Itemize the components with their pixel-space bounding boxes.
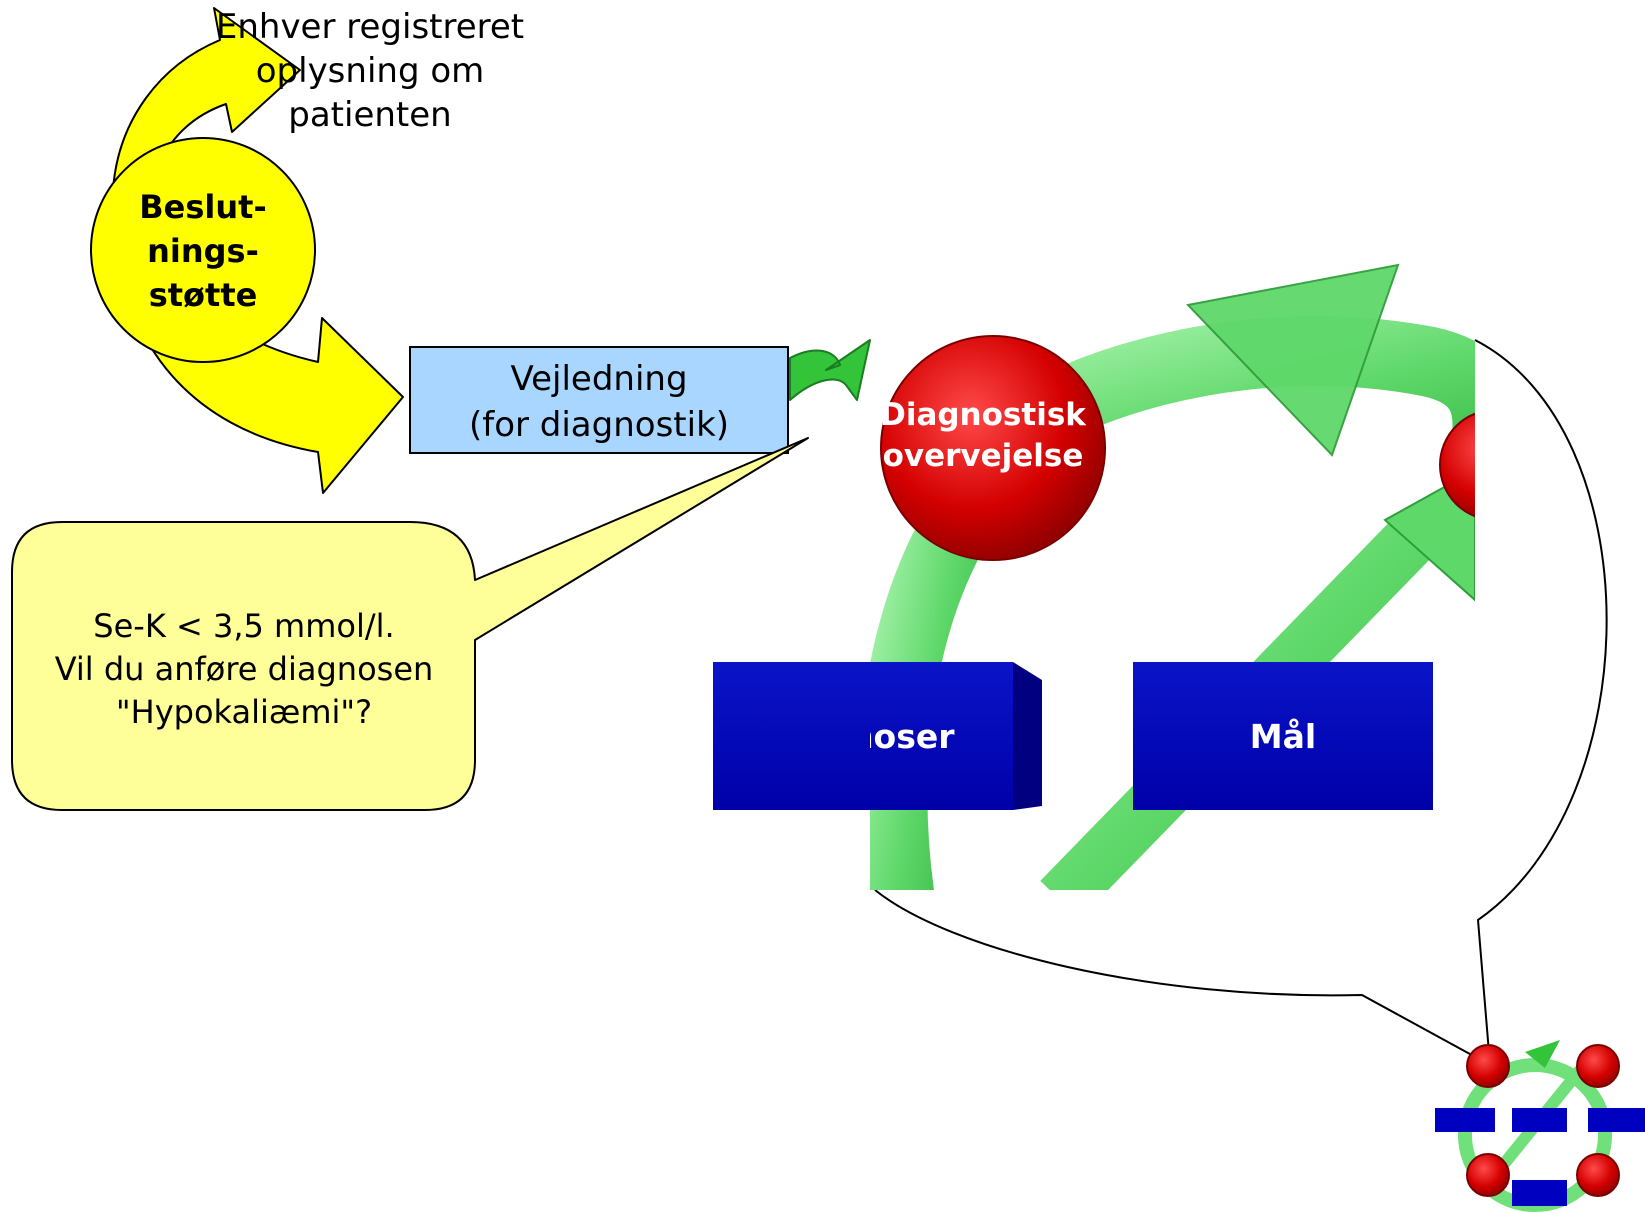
- cycle-arrowhead-icon: [1186, 263, 1400, 457]
- svg-text:overvejelse: overvejelse: [883, 438, 1084, 474]
- goals-box: Mål: [1133, 662, 1433, 810]
- svg-text:Se-K < 3,5 mmol/l.: Se-K < 3,5 mmol/l.: [93, 607, 394, 645]
- decision-support-circle: Beslut- nings- støtte: [90, 137, 316, 363]
- top-note: Enhver registreret oplysning om patiente…: [216, 7, 524, 135]
- svg-text:(for diagnostik): (for diagnostik): [469, 405, 729, 445]
- svg-text:oplysning om: oplysning om: [256, 51, 485, 91]
- svg-text:Diagnostisk: Diagnostisk: [880, 397, 1087, 433]
- green-arrow-icon: [789, 339, 871, 401]
- diagnoses-box-outside: [713, 662, 870, 810]
- cycle-logo-icon: [1435, 1040, 1645, 1212]
- cycle-arrowhead-icon: [1383, 468, 1475, 602]
- diagnoses-box: Diagnoser: [765, 662, 1042, 810]
- svg-text:"Hypokaliæmi"?: "Hypokaliæmi"?: [116, 693, 372, 731]
- callout-bubble: Se-K < 3,5 mmol/l. Vil du anføre diagnos…: [11, 437, 809, 811]
- svg-text:Vejledning: Vejledning: [510, 359, 687, 399]
- cycle-detail-view: Diagnostisk overvejelse Diagnoser Mål: [765, 263, 1475, 890]
- svg-text:støtte: støtte: [149, 276, 258, 314]
- zoom-bubble: [874, 339, 1608, 1067]
- svg-text:Enhver registreret: Enhver registreret: [216, 7, 524, 47]
- diagnostic-consideration-node: Diagnostisk overvejelse: [880, 335, 1106, 561]
- svg-text:Diagnoser: Diagnoser: [765, 717, 955, 756]
- svg-text:Vil du anføre diagnosen: Vil du anføre diagnosen: [55, 650, 434, 688]
- svg-text:Beslut-: Beslut-: [139, 188, 266, 226]
- svg-text:Mål: Mål: [1250, 717, 1316, 756]
- svg-text:nings-: nings-: [147, 232, 259, 270]
- guidance-box: Vejledning (for diagnostik): [409, 346, 789, 454]
- svg-text:patienten: patienten: [288, 95, 451, 135]
